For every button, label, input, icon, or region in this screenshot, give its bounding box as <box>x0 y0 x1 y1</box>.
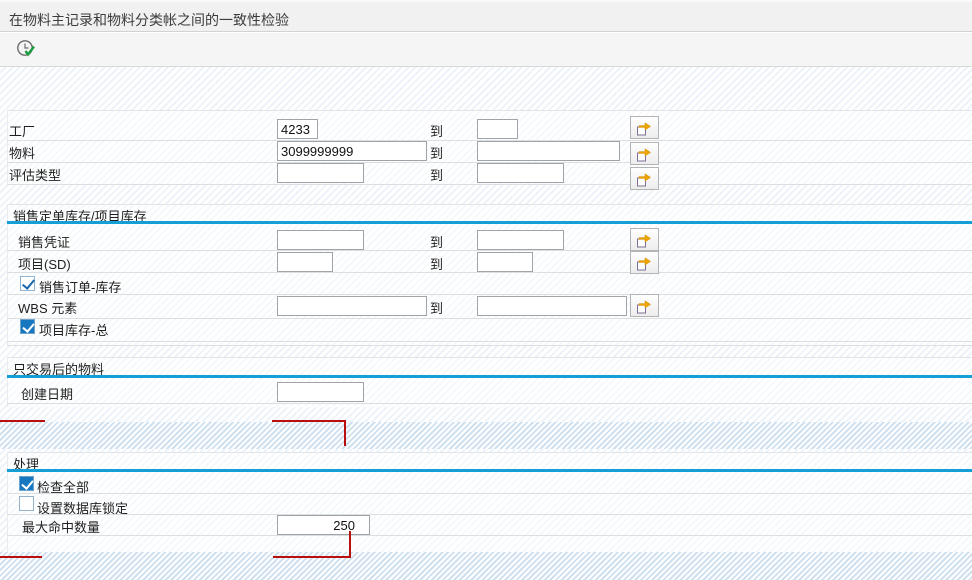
wbs-element-from-input[interactable] <box>277 296 427 316</box>
multiple-selection-icon <box>637 257 652 271</box>
item-sd-multi-select-button[interactable] <box>630 251 659 274</box>
max-hits-input[interactable] <box>277 515 370 535</box>
checkbox-project-stock-total[interactable] <box>20 319 35 334</box>
wbs-element-to-input[interactable] <box>477 296 627 316</box>
row-divider <box>7 535 972 536</box>
checkbox-set-db-lock[interactable] <box>19 496 34 511</box>
annotation-red-line <box>0 556 42 558</box>
to-label: 到 <box>430 257 444 272</box>
plant-from-input[interactable] <box>277 119 318 139</box>
selection-screen: 工厂 到 物料 到 评估类型 到 <box>0 67 972 580</box>
title-bar: 在物料主记录和物料分类帐之间的一致性检验 <box>0 0 972 32</box>
creation-date-input[interactable] <box>277 382 364 402</box>
max-hits-label: 最大命中数量 <box>22 520 101 535</box>
sales-document-to-input[interactable] <box>477 230 564 250</box>
sales-document-label: 销售凭证 <box>18 235 71 250</box>
wbs-element-label: WBS 元素 <box>18 301 78 316</box>
execute-icon <box>17 39 35 57</box>
valuation-type-label: 评估类型 <box>9 168 62 183</box>
material-multi-select-button[interactable] <box>630 142 659 165</box>
multiple-selection-icon <box>637 148 652 162</box>
project-stock-total-label: 项目库存-总 <box>39 323 109 338</box>
annotation-red-line <box>0 420 45 422</box>
to-label: 到 <box>430 146 444 161</box>
to-label: 到 <box>430 124 444 139</box>
annotation-red-line <box>273 556 351 558</box>
annotation-red-line <box>344 420 346 446</box>
section-accent-bar <box>7 221 972 224</box>
row-divider <box>7 403 972 404</box>
item-sd-label: 项目(SD) <box>18 257 71 272</box>
panel-processing <box>7 452 972 552</box>
section-title-sales-order-stock: 销售定单库存/项目库存 <box>13 209 147 224</box>
sales-document-from-input[interactable] <box>277 230 364 250</box>
row-divider <box>7 341 972 342</box>
plant-multi-select-button[interactable] <box>630 116 659 139</box>
valuation-type-multi-select-button[interactable] <box>630 167 659 190</box>
to-label: 到 <box>430 301 444 316</box>
row-divider <box>7 272 972 273</box>
material-to-input[interactable] <box>477 141 620 161</box>
plant-to-input[interactable] <box>477 119 518 139</box>
item-sd-to-input[interactable] <box>477 252 533 272</box>
to-label: 到 <box>430 168 444 183</box>
annotation-red-line <box>349 531 351 558</box>
footer-band <box>0 552 972 580</box>
sales-order-stock-label: 销售订单-库存 <box>39 280 122 295</box>
creation-date-label: 创建日期 <box>21 387 74 402</box>
material-label: 物料 <box>9 146 36 161</box>
to-label: 到 <box>430 235 444 250</box>
section-accent-bar <box>7 375 972 378</box>
separator-band <box>0 422 972 449</box>
page-title: 在物料主记录和物料分类帐之间的一致性检验 <box>9 12 289 28</box>
section-accent-bar <box>7 469 972 472</box>
row-divider <box>7 140 972 141</box>
panel-sales-order-stock <box>7 204 972 345</box>
panel-created-materials <box>7 357 972 407</box>
row-divider <box>7 294 972 295</box>
item-sd-from-input[interactable] <box>277 252 333 272</box>
multiple-selection-icon <box>637 122 652 136</box>
multiple-selection-icon <box>637 234 652 248</box>
wbs-element-multi-select-button[interactable] <box>630 294 659 317</box>
valuation-type-to-input[interactable] <box>477 163 564 183</box>
set-db-lock-label: 设置数据库锁定 <box>37 501 129 516</box>
app-toolbar <box>0 33 972 67</box>
multiple-selection-icon <box>637 300 652 314</box>
sales-document-multi-select-button[interactable] <box>630 228 659 251</box>
annotation-red-line <box>272 420 346 422</box>
checkbox-check-all[interactable] <box>19 476 34 491</box>
row-divider <box>7 318 972 319</box>
row-divider <box>7 493 972 494</box>
execute-button[interactable] <box>13 37 39 63</box>
material-from-input[interactable] <box>277 141 427 161</box>
valuation-type-from-input[interactable] <box>277 163 364 183</box>
row-divider <box>7 184 972 185</box>
section-title-processing: 处理 <box>13 457 40 472</box>
panel-bottom-border <box>7 345 972 346</box>
multiple-selection-icon <box>637 173 652 187</box>
plant-label: 工厂 <box>9 124 36 139</box>
row-divider <box>7 514 972 515</box>
row-divider <box>7 250 972 251</box>
checkbox-sales-order-stock[interactable] <box>20 276 35 291</box>
row-divider <box>7 162 972 163</box>
check-all-label: 检查全部 <box>37 480 90 495</box>
section-title-created-materials: 只交易后的物料 <box>13 362 105 377</box>
